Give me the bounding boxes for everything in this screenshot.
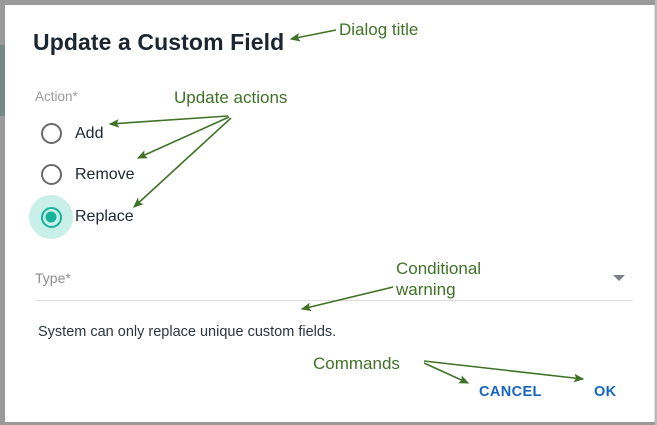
radio-option-remove[interactable]: Remove: [29, 154, 135, 195]
radio-label-replace: Replace: [75, 208, 134, 225]
dialog-edge-right: [654, 5, 655, 422]
chevron-down-icon[interactable]: [613, 275, 625, 281]
action-group-label: Action*: [35, 89, 78, 104]
radio-label-add: Add: [75, 124, 104, 142]
window-frame-top: [0, 0, 657, 5]
annotation-conditional-warning-line2: warning: [396, 280, 456, 299]
annotation-conditional-warning: Conditional warning: [396, 258, 481, 300]
annotation-conditional-warning-line1: Conditional: [396, 259, 482, 278]
cancel-button[interactable]: CANCEL: [479, 384, 542, 400]
annotation-update-actions: Update actions: [174, 88, 288, 107]
annotation-commands: Commands: [313, 354, 400, 373]
radio-option-add[interactable]: Add: [29, 113, 135, 154]
radio-icon-replace-selected[interactable]: [29, 195, 73, 239]
action-radio-group: Add Remove Replace: [29, 113, 135, 239]
conditional-warning-text: System can only replace unique custom fi…: [38, 324, 337, 340]
update-custom-field-dialog: Update a Custom Field Action* Add Remove: [5, 5, 655, 422]
radio-icon-remove[interactable]: [29, 153, 73, 197]
annotation-dialog-title: Dialog title: [339, 20, 419, 39]
window-frame-left-accent: [0, 45, 5, 116]
page-title: Update a Custom Field: [33, 29, 285, 55]
type-select[interactable]: Type*: [35, 267, 633, 301]
type-select-label: Type*: [35, 270, 71, 286]
type-select-underline: [35, 300, 633, 301]
ok-button[interactable]: OK: [594, 384, 617, 400]
window-frame-right: [655, 0, 657, 425]
window-frame-left: [0, 0, 5, 425]
radio-option-replace[interactable]: Replace: [29, 195, 135, 239]
radio-label-remove: Remove: [75, 165, 135, 183]
window-frame-bottom: [0, 422, 657, 425]
radio-icon-add[interactable]: [29, 112, 73, 156]
